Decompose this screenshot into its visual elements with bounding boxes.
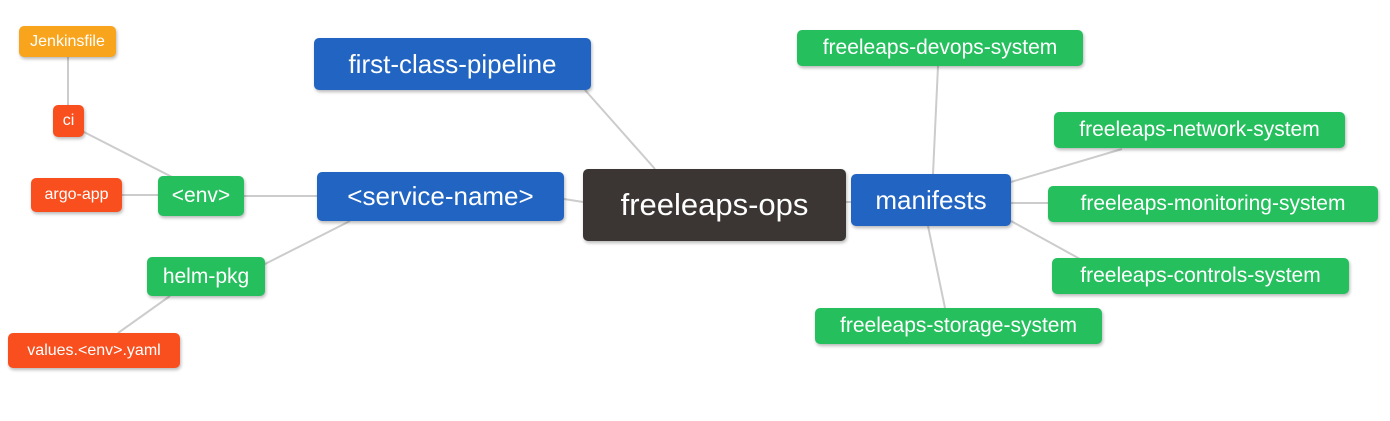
node-freeleaps-network-system[interactable]: freeleaps-network-system: [1054, 112, 1345, 148]
edge-helm-pkg-service-name: [262, 220, 351, 266]
node-values-env-yaml[interactable]: values.<env>.yaml: [8, 333, 180, 368]
edge-manifests-network-system: [1010, 148, 1123, 183]
edge-service-name-ops: [563, 198, 584, 203]
node-freeleaps-monitoring-system[interactable]: freeleaps-monitoring-system: [1048, 186, 1378, 222]
node-service-name[interactable]: <service-name>: [317, 172, 564, 221]
node-freeleaps-controls-system[interactable]: freeleaps-controls-system: [1052, 258, 1349, 294]
node-env[interactable]: <env>: [158, 176, 244, 216]
node-manifests[interactable]: manifests: [851, 174, 1011, 226]
node-jenkinsfile[interactable]: Jenkinsfile: [19, 26, 116, 57]
edge-ci-env: [81, 130, 173, 178]
node-argo-app[interactable]: argo-app: [31, 178, 122, 212]
edge-manifests-controls-system: [1010, 220, 1081, 260]
edge-manifests-devops-system: [932, 65, 939, 175]
node-ci[interactable]: ci: [53, 105, 84, 137]
node-freeleaps-ops[interactable]: freeleaps-ops: [583, 169, 846, 241]
edge-helm-pkg-values-env-yaml: [117, 295, 171, 334]
edge-first-class-pipeline-ops: [584, 89, 656, 170]
node-freeleaps-storage-system[interactable]: freeleaps-storage-system: [815, 308, 1102, 344]
node-helm-pkg[interactable]: helm-pkg: [147, 257, 265, 296]
edge-manifests-storage-system: [927, 225, 946, 309]
node-freeleaps-devops-system[interactable]: freeleaps-devops-system: [797, 30, 1083, 66]
node-first-class-pipeline[interactable]: first-class-pipeline: [314, 38, 591, 90]
